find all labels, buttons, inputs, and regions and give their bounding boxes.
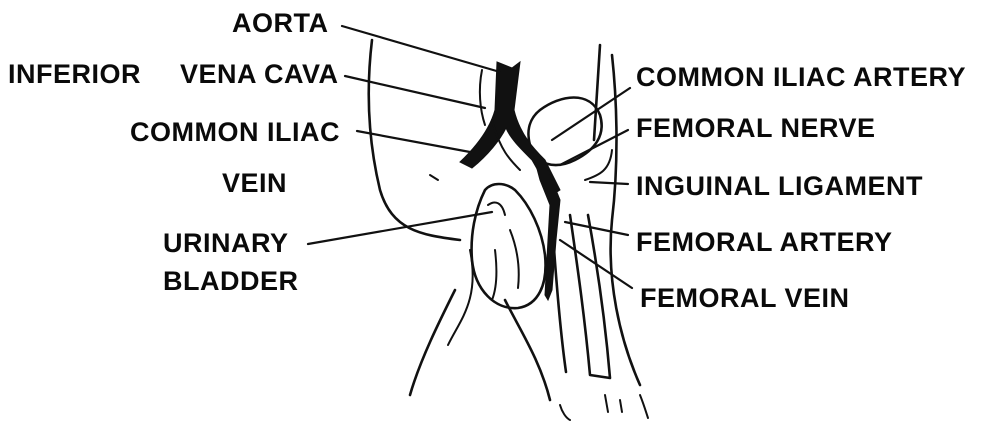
label-inguinal-ligament: INGUINAL LIGAMENT xyxy=(636,171,923,201)
label-femoral-artery: FEMORAL ARTERY xyxy=(636,227,893,257)
femoral-artery-leader xyxy=(565,222,628,235)
label-urinary-line2: BLADDER xyxy=(163,266,299,296)
urinary-bladder-leader xyxy=(308,212,492,244)
urinary-bladder xyxy=(472,184,546,308)
label-common-iliac-vein-line2: VEIN xyxy=(222,168,287,198)
label-aorta: AORTA xyxy=(232,8,329,38)
label-common-iliac-vein-line1: COMMON ILIAC xyxy=(130,117,340,147)
thigh-structures xyxy=(552,150,612,378)
vena-cava-leader xyxy=(345,76,485,108)
label-femoral-vein: FEMORAL VEIN xyxy=(640,283,850,313)
label-inferior: INFERIOR xyxy=(8,59,141,89)
inguinal-ligament-leader xyxy=(590,182,628,184)
label-femoral-nerve: FEMORAL NERVE xyxy=(636,113,876,143)
label-common-iliac-artery: COMMON ILIAC ARTERY xyxy=(636,62,966,92)
common-iliac-vein-leader xyxy=(357,131,470,152)
aorta-leader xyxy=(342,26,500,72)
label-vena-cava: VENA CAVA xyxy=(180,59,339,89)
common-iliac-artery-leader xyxy=(552,88,630,140)
label-urinary-line1: URINARY xyxy=(163,228,289,258)
labels: AORTA INFERIOR VENA CAVA COMMON ILIAC VE… xyxy=(8,8,966,313)
femoral-vein-leader xyxy=(560,240,632,288)
